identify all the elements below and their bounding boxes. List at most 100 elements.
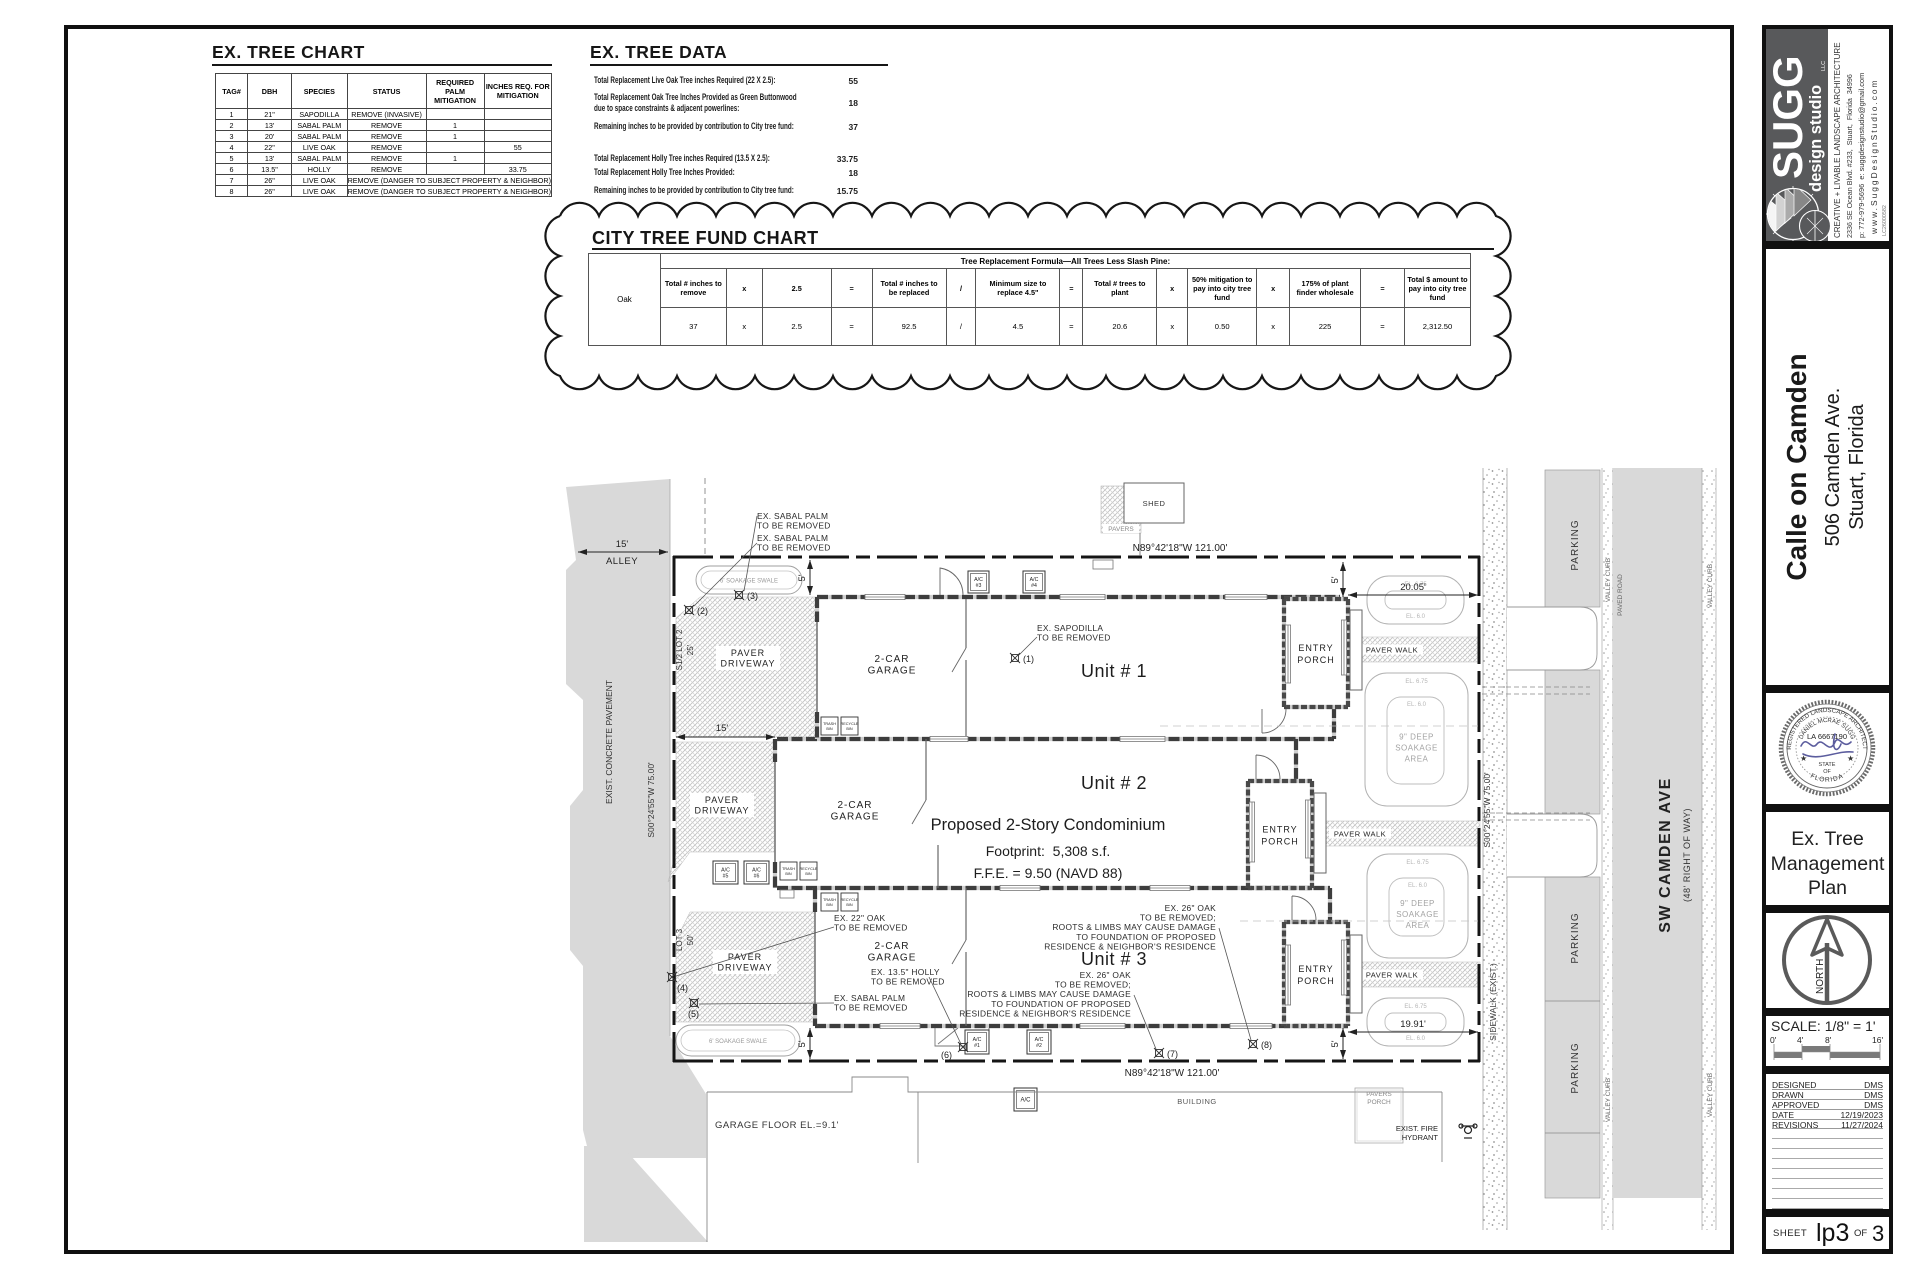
svg-text:N89°42'18"W 121.00': N89°42'18"W 121.00' — [1125, 1068, 1220, 1079]
svg-text:AREA: AREA — [1406, 921, 1430, 930]
svg-text:p: 772-979-5696 e: suggdesign: p: 772-979-5696 e: suggdesignstudio@gmai… — [1857, 73, 1866, 238]
svg-text:SCALE: 1/8" = 1': SCALE: 1/8" = 1' — [1771, 1018, 1876, 1034]
svg-text:(1): (1) — [1023, 654, 1034, 664]
svg-text:PORCH: PORCH — [1367, 1099, 1391, 1106]
svg-text:AREA: AREA — [1405, 755, 1429, 764]
svg-text:VALLEY CURB: VALLEY CURB — [1605, 1078, 1612, 1122]
svg-text:TO BE REMOVED: TO BE REMOVED — [757, 521, 831, 531]
svg-text:TO BE REMOVED: TO BE REMOVED — [834, 923, 908, 933]
svg-text:SOAKAGE: SOAKAGE — [1395, 744, 1438, 753]
svg-text:0': 0' — [1770, 1035, 1777, 1045]
svg-text:TO BE REMOVED;: TO BE REMOVED; — [1140, 913, 1216, 923]
svg-text:9" DEEP: 9" DEEP — [1399, 733, 1434, 742]
svg-text:EX. SABAL PALM: EX. SABAL PALM — [834, 993, 905, 1003]
svg-text:5': 5' — [1330, 1040, 1341, 1047]
svg-text:A/C: A/C — [973, 1037, 982, 1043]
svg-text:A/C: A/C — [752, 868, 761, 874]
svg-text:DRIVEWAY: DRIVEWAY — [717, 963, 772, 973]
svg-text:TRASH: TRASH — [823, 898, 836, 902]
svg-text:BUILDING: BUILDING — [1177, 1097, 1216, 1106]
svg-text:TO BE REMOVED: TO BE REMOVED — [757, 543, 831, 553]
svg-text:5': 5' — [797, 1040, 808, 1047]
svg-text:PARKING: PARKING — [1570, 1042, 1581, 1093]
svg-text:BIN: BIN — [785, 872, 792, 876]
svg-text:PORCH: PORCH — [1297, 655, 1335, 665]
svg-text:(2): (2) — [697, 606, 708, 616]
svg-text:GARAGE: GARAGE — [868, 953, 917, 964]
svg-text:Unit # 1: Unit # 1 — [1081, 661, 1147, 681]
svg-text:A/C: A/C — [721, 868, 730, 874]
svg-text:BIN: BIN — [846, 903, 853, 907]
svg-text:design studio: design studio — [1807, 85, 1825, 192]
svg-text:EL. 6.0: EL. 6.0 — [1406, 1036, 1426, 1042]
svg-text:RECYCLE: RECYCLE — [841, 722, 859, 726]
svg-text:RECYCLE: RECYCLE — [841, 898, 859, 902]
svg-text:GARAGE FLOOR EL.=9.1': GARAGE FLOOR EL.=9.1' — [715, 1120, 839, 1131]
svg-text:PAVERS: PAVERS — [1108, 526, 1134, 533]
svg-text:506 Camden Ave.: 506 Camden Ave. — [1822, 388, 1844, 547]
svg-text:EL. 6.75: EL. 6.75 — [1405, 679, 1428, 685]
svg-text:GARAGE: GARAGE — [831, 812, 880, 823]
svg-text:BIN: BIN — [826, 903, 833, 907]
svg-text:(7): (7) — [1167, 1049, 1178, 1059]
svg-text:RESIDENCE & NEIGHBOR'S RESIDEN: RESIDENCE & NEIGHBOR'S RESIDENCE — [1044, 941, 1216, 951]
svg-text:ALLEY: ALLEY — [606, 556, 638, 567]
svg-text:LOT 3: LOT 3 — [675, 928, 684, 951]
svg-text:2-CAR: 2-CAR — [874, 941, 909, 952]
svg-text:16': 16' — [1872, 1035, 1883, 1045]
svg-text:(4): (4) — [677, 983, 688, 993]
svg-text:Footprint: 5,308 s.f.: Footprint: 5,308 s.f. — [986, 843, 1111, 859]
svg-text:50': 50' — [686, 934, 695, 945]
svg-text:PAVER: PAVER — [728, 952, 762, 962]
svg-text:EL. 6.75: EL. 6.75 — [1404, 582, 1427, 588]
svg-text:ENTRY: ENTRY — [1262, 825, 1297, 835]
svg-text:(8): (8) — [1261, 1040, 1272, 1050]
svg-text:25': 25' — [686, 644, 695, 655]
svg-text:TO BE REMOVED: TO BE REMOVED — [1037, 633, 1111, 643]
svg-text:EXIST. FIRE: EXIST. FIRE — [1396, 1124, 1438, 1133]
svg-text:SHED: SHED — [1143, 499, 1166, 508]
svg-text:NORTH: NORTH — [1815, 959, 1826, 994]
svg-text:TO FOUNDATION OF PROPOSED: TO FOUNDATION OF PROPOSED — [991, 999, 1131, 1009]
svg-text:4': 4' — [1797, 1035, 1804, 1045]
svg-text:Proposed 2-Story Condominium: Proposed 2-Story Condominium — [931, 816, 1166, 834]
svg-text:EX. 22" OAK: EX. 22" OAK — [834, 913, 886, 923]
svg-text:15': 15' — [716, 723, 729, 734]
svg-text:HYDRANT: HYDRANT — [1402, 1133, 1439, 1142]
svg-text:★: ★ — [1800, 754, 1807, 763]
svg-text:PAVERS: PAVERS — [1366, 1091, 1392, 1098]
svg-text:#4: #4 — [1031, 583, 1037, 589]
svg-text:RESIDENCE & NEIGHBOR'S RESIDEN: RESIDENCE & NEIGHBOR'S RESIDENCE — [959, 1008, 1131, 1018]
svg-text:ENTRY: ENTRY — [1298, 964, 1333, 974]
svg-text:#6: #6 — [754, 874, 760, 880]
svg-text:2-CAR: 2-CAR — [837, 800, 872, 811]
svg-text:ROOTS & LIMBS MAY CAUSE DAMAGE: ROOTS & LIMBS MAY CAUSE DAMAGE — [1052, 922, 1216, 932]
svg-text:PAVER: PAVER — [731, 648, 765, 658]
svg-text:#5: #5 — [723, 874, 729, 880]
svg-text:VALLEY CURB: VALLEY CURB — [1707, 564, 1714, 608]
svg-text:EL. 6.0: EL. 6.0 — [1406, 614, 1426, 620]
svg-text:A/C: A/C — [1035, 1037, 1044, 1043]
svg-text:PARKING: PARKING — [1570, 912, 1581, 963]
svg-text:6' SOAKAGE SWALE: 6' SOAKAGE SWALE — [720, 579, 778, 585]
svg-text:19.91': 19.91' — [1400, 1019, 1426, 1030]
svg-text:LC26000582: LC26000582 — [1882, 205, 1888, 236]
svg-text:VALLEY CURB: VALLEY CURB — [1707, 1073, 1714, 1117]
svg-text:BIN: BIN — [805, 872, 812, 876]
svg-text:PAVER WALK: PAVER WALK — [1366, 646, 1418, 655]
svg-text:TO BE REMOVED: TO BE REMOVED — [834, 1003, 908, 1013]
svg-text:PAVER WALK: PAVER WALK — [1366, 971, 1418, 980]
svg-text:TRASH: TRASH — [782, 867, 795, 871]
svg-text:EX. 26" OAK: EX. 26" OAK — [1080, 970, 1132, 980]
svg-text:EL. 6.75: EL. 6.75 — [1404, 1004, 1427, 1010]
svg-text:N89°42'18"W 121.00': N89°42'18"W 121.00' — [1133, 543, 1228, 554]
svg-text:TRASH: TRASH — [823, 722, 836, 726]
svg-text:SW CAMDEN AVE: SW CAMDEN AVE — [1657, 777, 1674, 933]
svg-text:TO BE REMOVED;: TO BE REMOVED; — [1055, 980, 1131, 990]
svg-text:TO BE REMOVED: TO BE REMOVED — [871, 977, 945, 987]
svg-text:SOAKAGE: SOAKAGE — [1396, 910, 1439, 919]
svg-text:S00°24'55"W 75.00': S00°24'55"W 75.00' — [646, 762, 656, 838]
svg-text:FLORIDA: FLORIDA — [1809, 773, 1845, 784]
svg-text:DRIVEWAY: DRIVEWAY — [720, 659, 775, 669]
svg-text:Unit # 3: Unit # 3 — [1081, 949, 1147, 969]
